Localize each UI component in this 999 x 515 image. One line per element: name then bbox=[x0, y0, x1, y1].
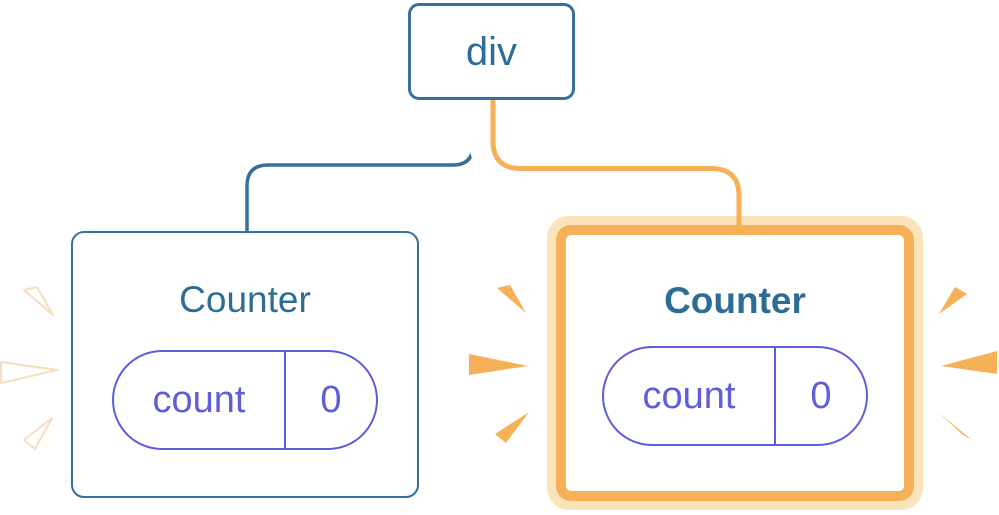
spark-wedge-icon bbox=[938, 412, 973, 441]
counter-right-title: Counter bbox=[664, 279, 806, 321]
edge-root-to-left-counter bbox=[245, 100, 475, 232]
spark-wedge-icon bbox=[23, 417, 53, 450]
spark-wedge-icon bbox=[0, 361, 58, 384]
state-pill-left: count 0 bbox=[112, 349, 378, 450]
spark-burst-right-inner-icon bbox=[469, 285, 529, 443]
state-key-label: count bbox=[642, 375, 736, 418]
root-node-label: div bbox=[465, 29, 518, 74]
spark-wedge-icon bbox=[469, 354, 528, 375]
counter-left-title: Counter bbox=[179, 279, 311, 321]
spark-wedge-icon bbox=[941, 351, 997, 374]
counter-node-right: Counter count 0 bbox=[556, 225, 914, 501]
counter-node-right-highlight-ring: Counter count 0 bbox=[547, 216, 923, 510]
spark-burst-left-icon bbox=[0, 286, 58, 450]
spark-wedge-icon bbox=[23, 286, 54, 316]
state-value: 0 bbox=[320, 378, 342, 421]
edge-highlight-casing bbox=[469, 100, 753, 215]
spark-wedge-icon bbox=[497, 285, 526, 313]
spark-wedge-icon bbox=[495, 412, 529, 443]
state-value: 0 bbox=[810, 375, 832, 418]
state-key-label: count bbox=[152, 378, 246, 421]
spark-burst-right-outer-icon bbox=[938, 287, 997, 441]
counter-node-left: Counter count 0 bbox=[71, 231, 419, 498]
state-value-cell: 0 bbox=[776, 348, 866, 444]
state-value-cell: 0 bbox=[286, 352, 376, 448]
edge-root-to-right-counter bbox=[490, 100, 742, 229]
state-key-cell: count bbox=[604, 348, 776, 445]
root-node-div: div bbox=[408, 3, 575, 100]
state-key-cell: count bbox=[114, 351, 286, 448]
state-pill-right: count 0 bbox=[602, 346, 868, 447]
spark-wedge-icon bbox=[939, 287, 967, 314]
